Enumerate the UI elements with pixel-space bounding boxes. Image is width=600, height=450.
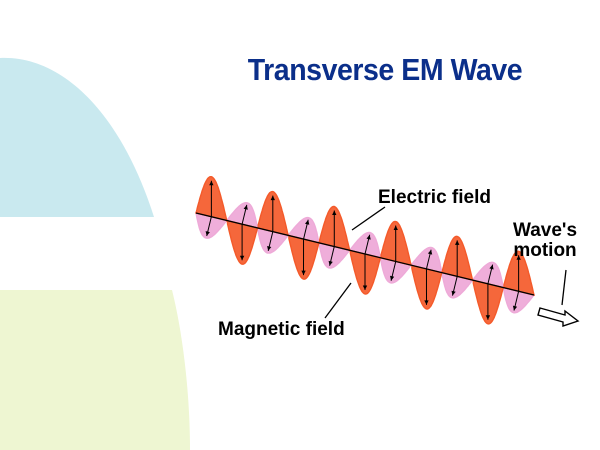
magnetic-field-lobe [318, 242, 352, 269]
magnetic-field-lobe [472, 261, 505, 289]
magnetic-field-pointer [324, 282, 352, 319]
electric-vector-head [301, 270, 306, 276]
magnetic-field-lobe [379, 257, 412, 284]
magnetic-vector-head [305, 219, 310, 225]
wave-motion-label: Wave's motion [513, 221, 577, 261]
magnetic-field-wave [195, 202, 536, 314]
magnetic-field-lobe [288, 216, 321, 244]
wave-motion-label-line1: Wave's [513, 220, 578, 241]
decor-shape-bottom [0, 290, 190, 450]
magnetic-vector-head [328, 260, 333, 266]
electric-vector-head [424, 300, 429, 305]
magnetic-vector-head [243, 204, 248, 210]
field-vectors [205, 180, 521, 320]
slide-title: Transverse EM Wave [247, 52, 523, 87]
magnetic-vector-head [366, 234, 371, 240]
magnetic-field-lobe [441, 271, 474, 299]
magnetic-vector-head [451, 290, 456, 296]
electric-vector-head [270, 195, 275, 201]
electric-vector-head [393, 225, 398, 230]
magnetic-vector-head [205, 231, 210, 236]
electric-vector-head [239, 255, 245, 261]
electric-vector-head [455, 240, 460, 245]
electric-vector-head [209, 180, 214, 186]
electric-vector-head [362, 285, 368, 290]
magnetic-vector-head [489, 264, 494, 270]
magnetic-field-lobe [226, 202, 259, 229]
electric-field-pointer [351, 206, 386, 231]
magnetic-field-lobe [502, 286, 536, 314]
wave-motion-pointer [561, 269, 567, 306]
wave-motion-label-line2: motion [513, 240, 577, 261]
magnetic-vector-head [512, 305, 518, 311]
magnetic-vector-head [267, 246, 272, 251]
decor-shape-top [0, 57, 154, 218]
electric-vector-head [485, 315, 491, 320]
wave-motion-arrow-icon [537, 307, 580, 327]
magnetic-vector-head [427, 249, 433, 255]
electric-field-label: Electric field [378, 187, 491, 208]
propagation-axis [195, 212, 535, 296]
magnetic-field-lobe [257, 227, 290, 254]
magnetic-vector-head [390, 275, 395, 281]
magnetic-field-label: Magnetic field [218, 319, 345, 340]
electric-vector-head [332, 210, 337, 215]
electric-vector-head [516, 255, 521, 260]
magnetic-field-lobe [349, 231, 382, 259]
magnetic-field-lobe [410, 246, 444, 274]
